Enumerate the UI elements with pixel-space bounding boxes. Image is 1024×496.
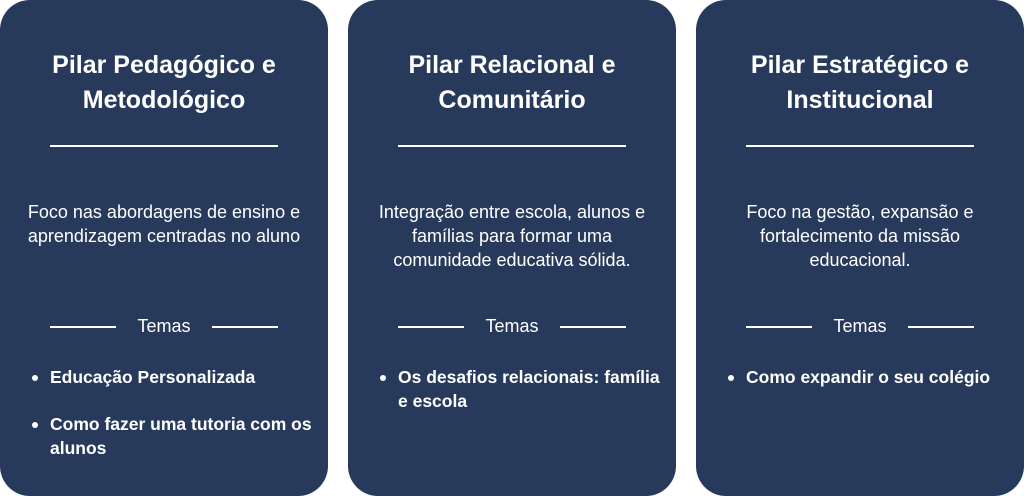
divider: [398, 325, 464, 328]
divider: [398, 145, 626, 147]
themes-label: Temas: [833, 316, 887, 336]
divider: [50, 145, 278, 147]
pillar-card: Pilar Pedagógico e Metodológico Foco nas…: [0, 0, 328, 496]
topic-item: Os desafios relacionais: família e escol…: [378, 365, 668, 413]
pillar-card: Pilar Estratégico e Institucional Foco n…: [696, 0, 1024, 496]
topic-list: Os desafios relacionais: família e escol…: [378, 365, 668, 436]
pillar-description: Integração entre escola, alunos e famíli…: [378, 202, 646, 270]
themes-heading: Temas: [746, 316, 974, 337]
divider: [746, 145, 974, 147]
themes-heading: Temas: [50, 316, 278, 337]
divider: [211, 325, 278, 328]
topic-item: Educação Personalizada: [30, 365, 320, 389]
divider: [559, 325, 626, 328]
divider: [746, 325, 812, 328]
divider: [50, 325, 116, 328]
themes-label: Temas: [137, 316, 191, 336]
topic-list: Como expandir o seu colégio: [726, 365, 1016, 412]
pillar-title: Pilar Relacional e Comunitário: [408, 51, 616, 114]
pillar-title: Pilar Estratégico e Institucional: [750, 51, 970, 114]
topic-item: Como fazer uma tutoria com os alunos: [30, 412, 320, 460]
pillar-description: Foco nas abordagens de ensino e aprendiz…: [27, 202, 301, 246]
pillar-description: Foco na gestão, expansão e fortaleciment…: [746, 202, 974, 270]
topic-item: Como expandir o seu colégio: [726, 365, 1016, 389]
themes-heading: Temas: [398, 316, 626, 337]
pillar-title: Pilar Pedagógico e Metodológico: [52, 51, 276, 114]
pillar-card: Pilar Relacional e Comunitário Integraçã…: [348, 0, 676, 496]
themes-label: Temas: [485, 316, 539, 336]
divider: [907, 325, 974, 328]
